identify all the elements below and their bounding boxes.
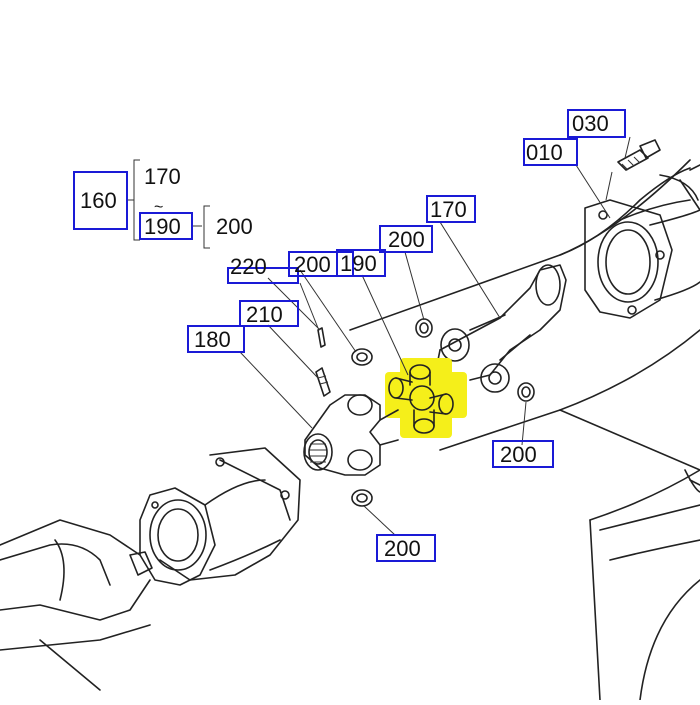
- pin-220: [317, 327, 326, 348]
- label-010: 010: [526, 140, 563, 165]
- label-box-190: [336, 249, 386, 277]
- universal-joint-cross-190: [385, 358, 467, 438]
- label-180: 180: [194, 327, 231, 352]
- snap-ring-200-lower: [351, 489, 373, 507]
- spring-pin-210: [315, 367, 331, 397]
- label-030: 030: [572, 111, 609, 136]
- label-box-190-tree: [139, 212, 193, 240]
- label-box-200-bottom: [376, 534, 436, 562]
- flange-housing-010: [584, 199, 700, 319]
- label-box-030: [567, 109, 626, 138]
- label-box-210: [239, 300, 299, 327]
- yoke-180: [303, 394, 399, 476]
- label-170-tree: 170: [144, 164, 181, 189]
- label-190-tree: 190: [144, 214, 181, 239]
- label-170: 170: [430, 197, 467, 222]
- lower-housing: [139, 447, 301, 586]
- snap-ring-200-middle: [351, 348, 373, 366]
- label-box-160: [73, 171, 128, 230]
- leader-lines: [239, 136, 631, 536]
- label-200-b: 200: [294, 252, 331, 277]
- left-body-outline: [0, 519, 153, 691]
- label-200-a: 200: [388, 227, 425, 252]
- label-tilde: ~: [154, 199, 163, 216]
- label-box-200-right: [492, 440, 554, 468]
- assembly-tree: [127, 159, 210, 249]
- bolt-030: [617, 139, 661, 171]
- label-box-200-a: [379, 225, 433, 253]
- label-160: 160: [80, 188, 117, 213]
- label-box-170: [426, 195, 476, 223]
- label-200-tree: 200: [216, 214, 253, 239]
- label-190: 190: [340, 251, 377, 276]
- label-200-bottom: 200: [384, 536, 421, 561]
- label-200-right: 200: [500, 442, 537, 467]
- label-210: 210: [246, 302, 283, 327]
- label-box-010: [523, 138, 578, 166]
- label-box-200-b: [288, 251, 354, 277]
- label-box-180: [187, 325, 245, 353]
- label-220: 220: [230, 254, 267, 279]
- snap-ring-200-right: [517, 382, 535, 402]
- tractor-housing-outline: [349, 159, 700, 701]
- snap-ring-200-upper: [415, 318, 433, 338]
